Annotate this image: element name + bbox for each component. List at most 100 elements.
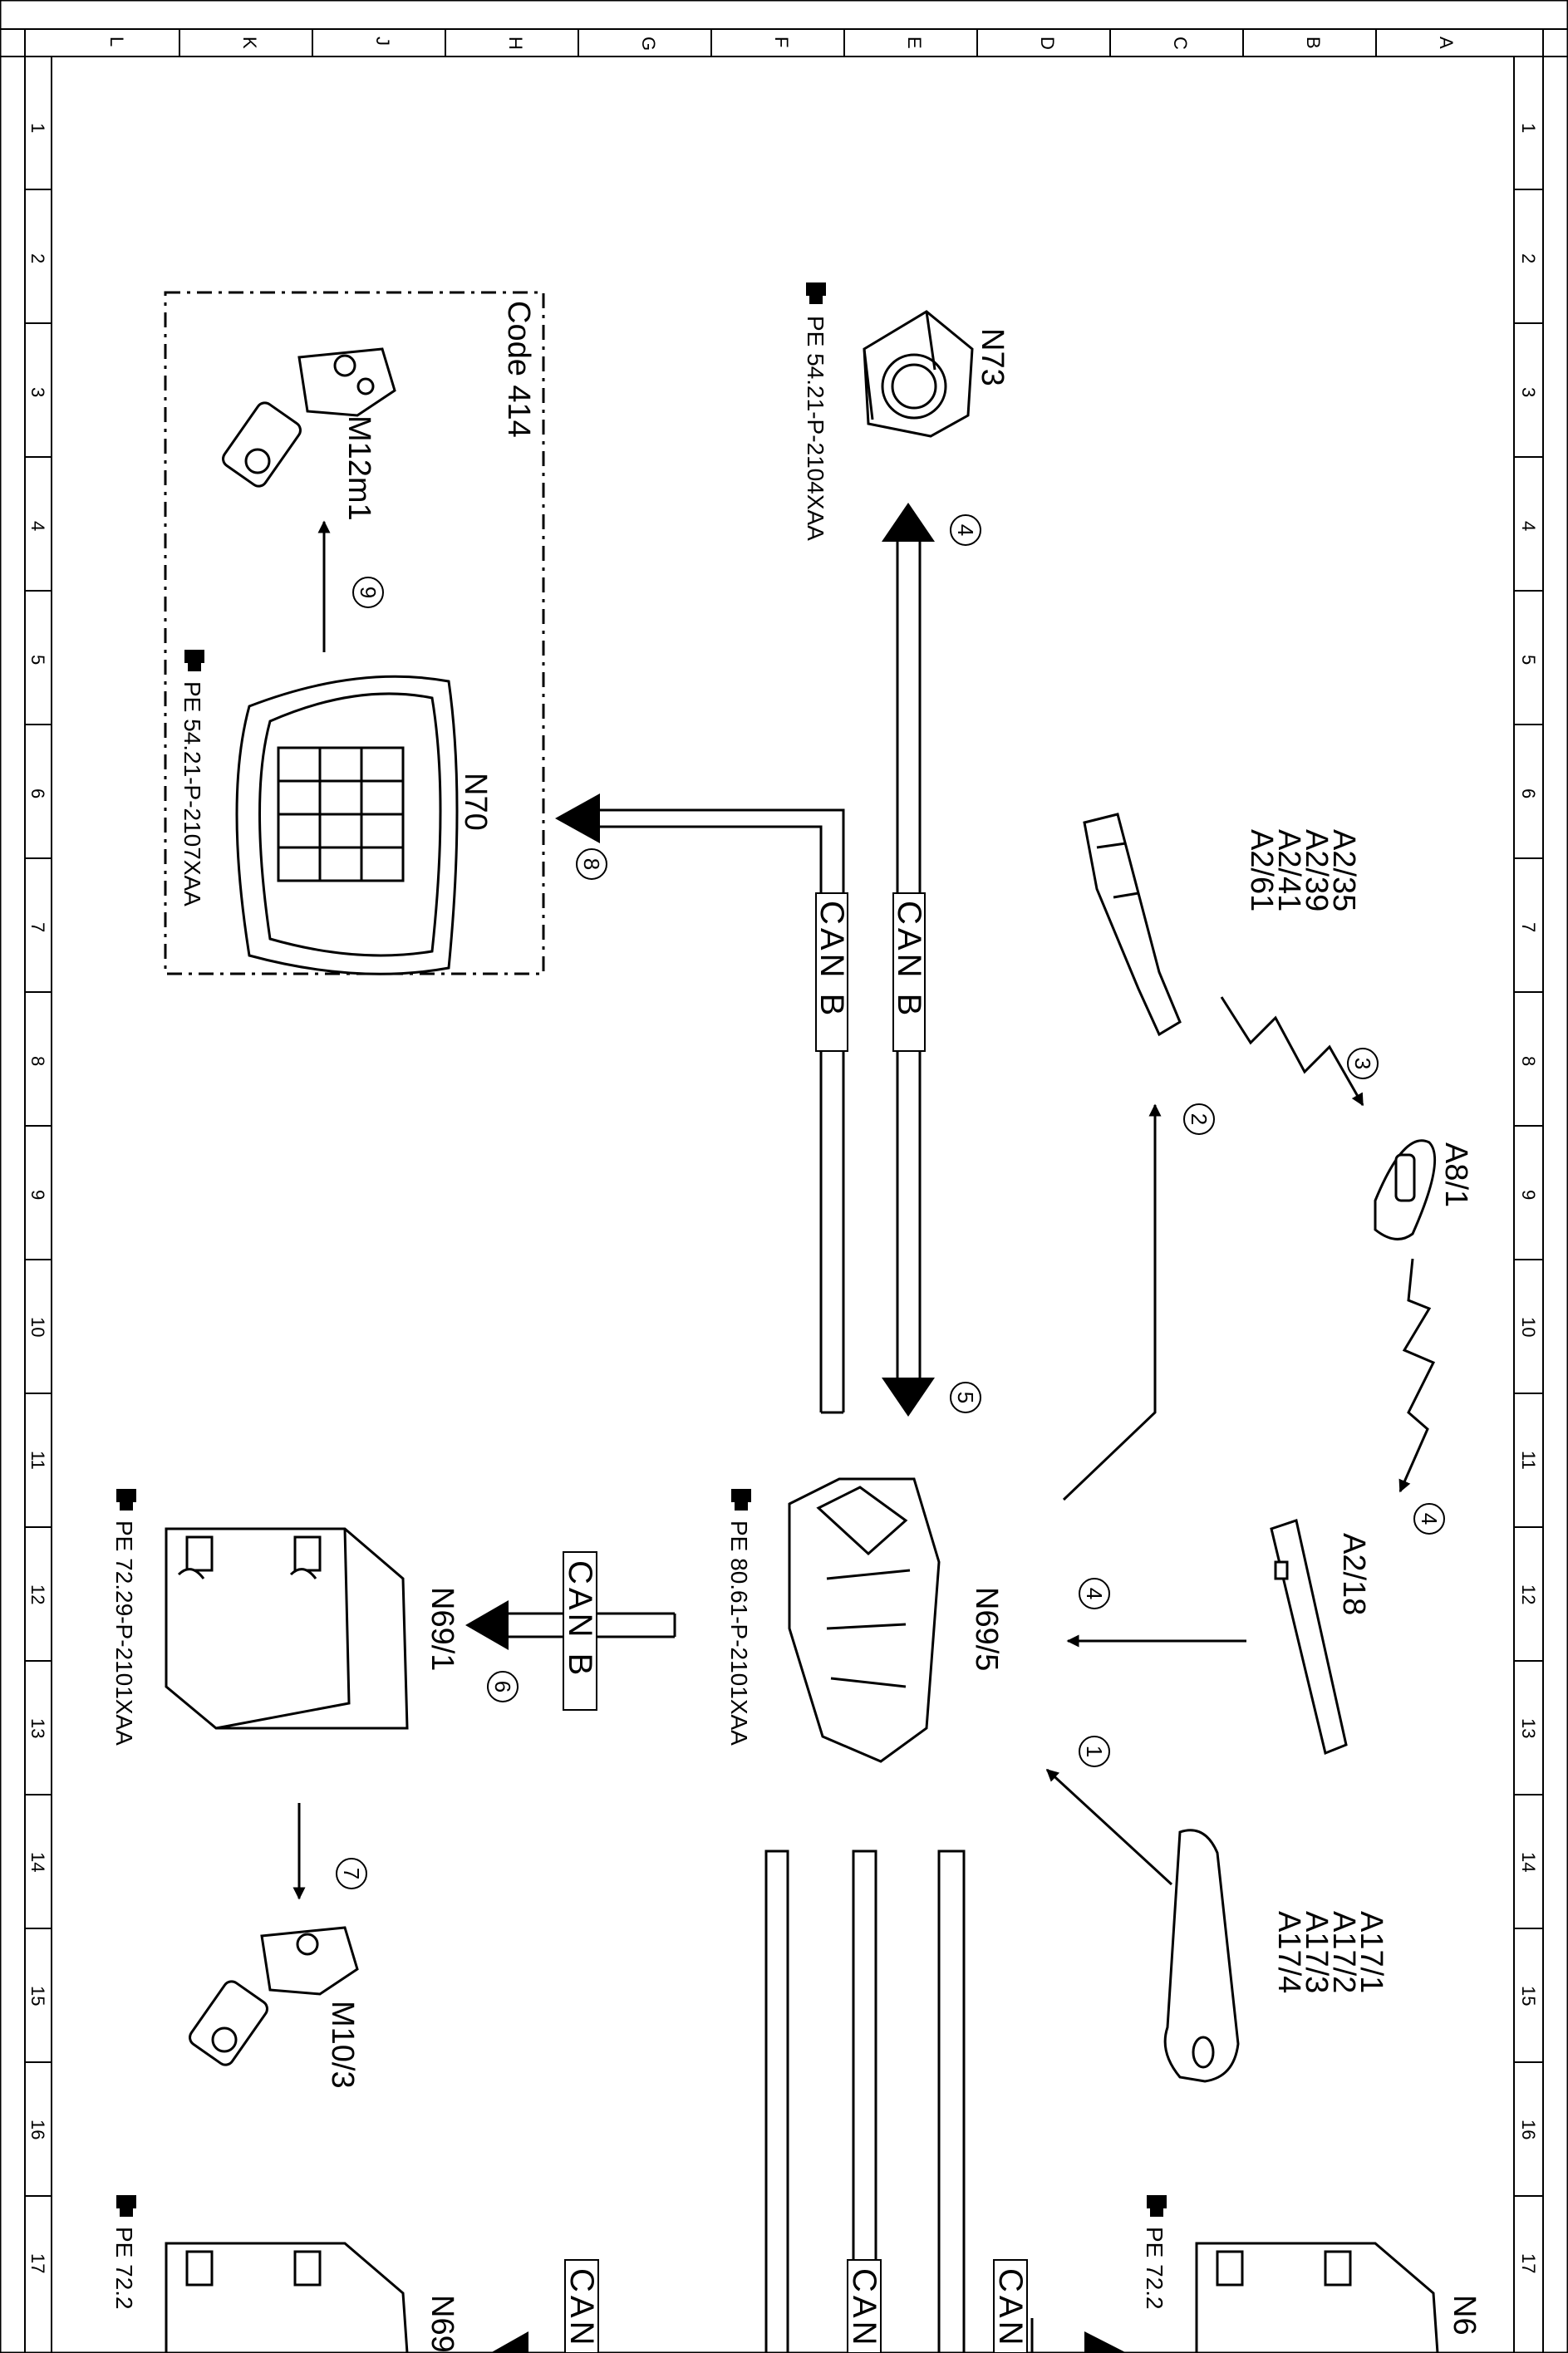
n69-1-module-icon — [165, 1527, 409, 1730]
row-label: 1 — [1518, 123, 1539, 133]
step-7: 7 — [339, 1868, 364, 1879]
row-label: 16 — [27, 2120, 48, 2139]
n69-5-module-icon — [788, 1477, 941, 1763]
n69-bottom-left-label: N69, — [425, 2295, 460, 2353]
a2-antenna-icon — [1083, 813, 1182, 1037]
row-labels-right: 1 2 3 4 5 6 7 8 9 10 11 12 13 14 15 16 1… — [1518, 123, 1539, 2273]
step-4b: 4 — [1417, 1513, 1442, 1525]
code-414-box — [164, 291, 545, 975]
row-label: 10 — [1518, 1317, 1539, 1337]
row-label: 13 — [27, 1718, 48, 1738]
step-1: 1 — [1082, 1746, 1107, 1757]
row-label: 12 — [27, 1584, 48, 1604]
row-label: 2 — [1518, 253, 1539, 263]
step-9: 9 — [356, 587, 381, 598]
row-ticks — [25, 189, 1543, 2197]
row-label: 13 — [1518, 1718, 1539, 1738]
row-label: 6 — [1518, 788, 1539, 798]
row-label: 2 — [27, 253, 48, 263]
row-labels-left: 1 2 3 4 5 6 7 8 9 10 11 12 13 14 15 16 1… — [27, 123, 48, 2273]
step-2: 2 — [1187, 1113, 1212, 1125]
a2-label-1: A2/35 — [1326, 829, 1361, 911]
a2-label-4: A2/61 — [1244, 829, 1279, 911]
step-5: 5 — [953, 1392, 978, 1403]
row-label: 7 — [1518, 922, 1539, 932]
step-markers — [336, 514, 1445, 1889]
svg-text:CAN B: CAN B — [891, 901, 927, 1019]
signal-arrows — [292, 520, 1436, 1900]
a2-label-3: A2/41 — [1271, 829, 1306, 911]
col-label: L — [106, 37, 127, 47]
bottom-left-ref: PE 72.2 — [111, 2227, 137, 2310]
row-label: 1 — [27, 123, 48, 133]
can-label-bottom-right: CAN — [992, 2259, 1029, 2353]
n70-label: N70 — [458, 773, 493, 831]
a8-1-keyfob-icon — [1374, 1139, 1437, 1240]
a17-door-handle-icon — [1163, 1829, 1240, 2083]
col-label: H — [505, 37, 526, 50]
row-label: 4 — [27, 521, 48, 531]
can-b-label-n73: CAN B — [891, 892, 927, 1052]
row-label: 11 — [1518, 1451, 1539, 1470]
row-label: 9 — [27, 1190, 48, 1200]
col-label: G — [638, 37, 659, 51]
col-label: A — [1436, 37, 1457, 49]
row-label: 6 — [27, 788, 48, 798]
bottom-right-module-icon — [1195, 2242, 1439, 2353]
svg-text:CAN B: CAN B — [813, 901, 850, 1019]
col-label: D — [1037, 37, 1058, 50]
n69-1-ref: PE 72.29-P-2101XAA — [111, 1520, 137, 1746]
bottom-left-module-icon — [165, 2242, 409, 2353]
n69-5-ref: PE 80.61-P-2101XAA — [726, 1520, 752, 1746]
row-label: 14 — [1518, 1852, 1539, 1872]
column-labels: L K J H G F E D C B A — [106, 37, 1457, 51]
step-4a: 4 — [953, 524, 978, 536]
n73-ignition-icon — [863, 310, 974, 438]
row-label: 11 — [27, 1451, 48, 1470]
n73-label: N73 — [975, 328, 1010, 386]
a2-18-label: A2/18 — [1336, 1533, 1371, 1615]
a17-label-2: A17/2 — [1326, 1911, 1361, 1993]
a2-label-2: A2/39 — [1299, 829, 1334, 911]
row-label: 5 — [27, 655, 48, 665]
n70-panel-icon — [235, 675, 459, 975]
row-label: 8 — [1518, 1056, 1539, 1066]
step-4c: 4 — [1082, 1588, 1107, 1599]
m12m1-label: M12m1 — [342, 415, 376, 521]
a8-1-label: A8/1 — [1438, 1142, 1473, 1207]
row-label: 3 — [1518, 387, 1539, 397]
row-label: 15 — [27, 1986, 48, 2006]
a17-label-3: A17/3 — [1299, 1911, 1334, 1993]
row-label: 10 — [27, 1317, 48, 1337]
row-label: 8 — [27, 1056, 48, 1066]
can-label-bottom-left: CAN — [563, 2259, 600, 2353]
row-label: 15 — [1518, 1986, 1539, 2006]
code-414-label: Code 414 — [501, 301, 536, 438]
n70-ref: PE 54.21-P-2107XAA — [179, 681, 205, 906]
book-icon — [116, 1489, 136, 1511]
row-label: 5 — [1518, 655, 1539, 665]
svg-text:CAN B: CAN B — [562, 1560, 598, 1678]
step-8: 8 — [579, 858, 604, 870]
book-icon — [184, 650, 204, 671]
a17-label-1: A17/1 — [1354, 1911, 1389, 1993]
m10-3-label: M10/3 — [325, 2001, 360, 2089]
can-b-label-n70: CAN B — [813, 892, 850, 1052]
a17-label-4: A17/4 — [1271, 1911, 1306, 1993]
m12m1-motor-icon — [222, 347, 396, 488]
column-ticks — [179, 29, 1377, 56]
row-label: 4 — [1518, 521, 1539, 531]
n69-5-label: N69/5 — [969, 1587, 1004, 1671]
svg-text:CAN: CAN — [563, 2268, 600, 2348]
step-3: 3 — [1350, 1058, 1375, 1069]
bottom-right-ref: PE 72.2 — [1142, 2227, 1167, 2310]
book-icon — [1147, 2195, 1167, 2217]
col-label: F — [771, 37, 792, 47]
col-label: C — [1170, 37, 1191, 50]
col-label: K — [239, 37, 260, 49]
row-label: 7 — [27, 922, 48, 932]
row-label: 3 — [27, 387, 48, 397]
book-icon — [731, 1489, 751, 1511]
